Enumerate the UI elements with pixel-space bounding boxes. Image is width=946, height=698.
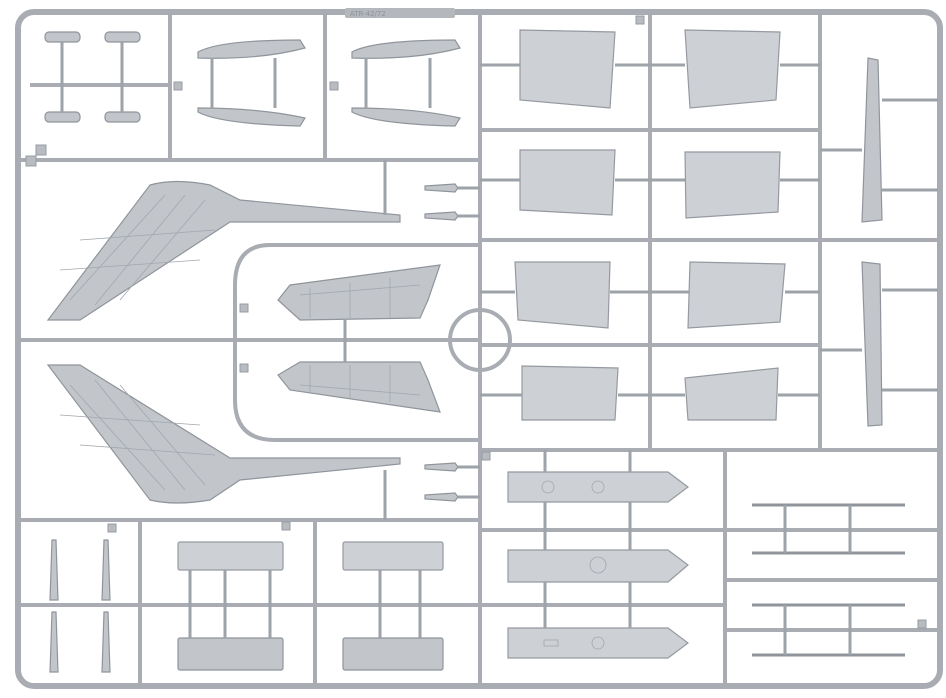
thin-rod-parts — [752, 503, 905, 657]
runner-grid — [20, 14, 938, 684]
vertical-tail-lower — [46, 364, 401, 520]
horizontal-stabilizers — [277, 264, 441, 413]
header-text: ATR-42/72 — [350, 10, 386, 18]
rudder-parts — [820, 57, 938, 427]
bottom-left-parts — [49, 539, 444, 673]
vertical-tail-upper — [46, 160, 401, 321]
control-surface-panels — [480, 29, 820, 421]
sprue-header: ATR-42/72 — [345, 8, 455, 18]
small-bullet-parts — [424, 183, 480, 502]
nacelle-parts — [507, 450, 689, 659]
sprue-outer-frame — [15, 9, 943, 689]
fairing-parts — [197, 39, 461, 127]
small-parts-top-left — [44, 31, 141, 123]
part-number-tabs — [25, 15, 927, 629]
